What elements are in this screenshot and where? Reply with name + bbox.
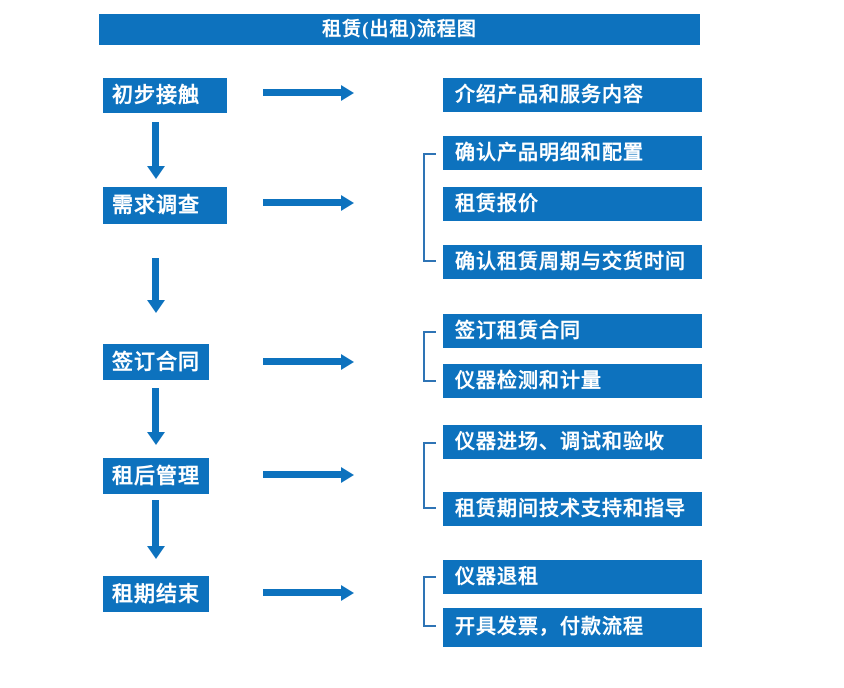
right-arrow-icon [263,353,354,370]
down-arrow-icon [146,122,165,179]
output-box: 租赁报价 [443,187,702,221]
group-bracket-icon [423,442,436,509]
page-title: 租赁(出租)流程图 [99,14,700,45]
group-bracket-icon [423,331,436,382]
step-box-demand-survey: 需求调查 [103,187,227,224]
output-box: 租赁期间技术支持和指导 [443,492,702,526]
down-arrow-icon [146,388,165,445]
step-box-sign-contract: 签订合同 [103,344,209,380]
down-arrow-icon [146,258,165,313]
step-box-initial-contact: 初步接触 [103,78,227,113]
output-box: 签订租赁合同 [443,314,702,348]
output-box: 确认租赁周期与交货时间 [443,245,702,279]
output-box: 仪器退租 [443,560,702,594]
right-arrow-icon [263,584,354,601]
output-box: 仪器进场、调试和验收 [443,425,702,459]
group-bracket-icon [423,153,436,262]
right-arrow-icon [263,466,354,483]
output-box: 开具发票，付款流程 [443,608,702,647]
step-box-rental-end: 租期结束 [103,576,209,612]
step-box-post-rental-management: 租后管理 [103,458,209,494]
group-bracket-icon [423,576,436,627]
output-box: 确认产品明细和配置 [443,136,702,170]
output-box: 仪器检测和计量 [443,364,702,398]
right-arrow-icon [263,84,354,101]
output-box: 介绍产品和服务内容 [443,78,702,112]
right-arrow-icon [263,194,354,211]
down-arrow-icon [146,500,165,559]
